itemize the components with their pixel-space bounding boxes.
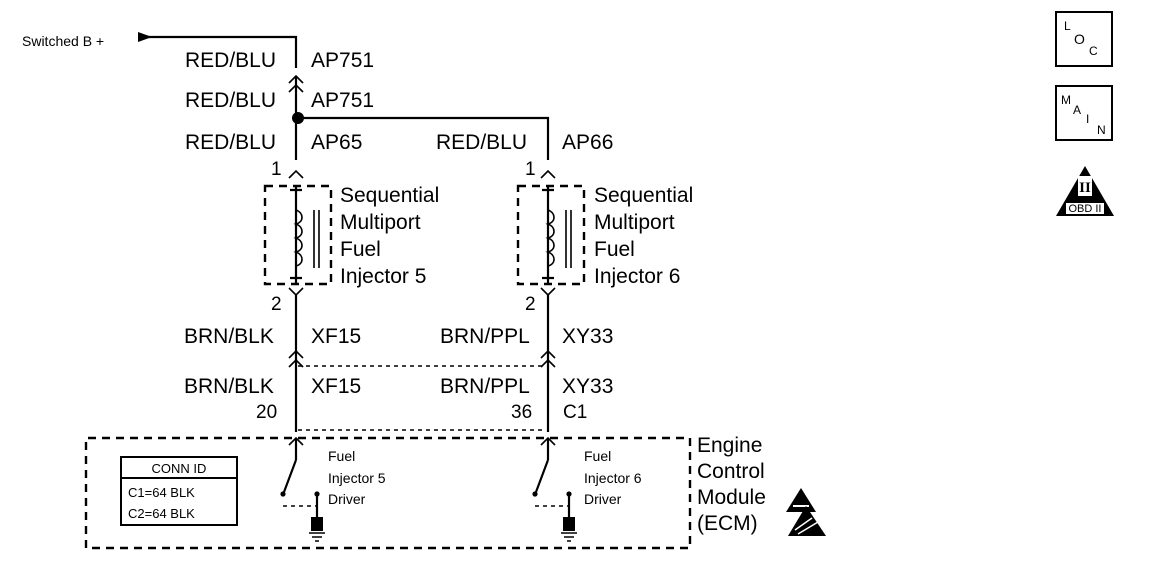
inj6-pin-1: 1	[525, 159, 536, 180]
wire-color-ap66: RED/BLU	[436, 131, 527, 154]
coil-icon	[293, 209, 303, 267]
main-icon: M A I N	[1055, 85, 1113, 141]
driver-6-switch	[532, 438, 577, 542]
svg-text:N: N	[1097, 123, 1106, 137]
svg-text:O: O	[1074, 31, 1085, 47]
wire-color-xy33-bottom: BRN/PPL	[440, 375, 530, 398]
inj5-pin-1: 1	[271, 159, 282, 180]
driver-5-line-3: Driver	[328, 491, 366, 507]
wire-color-xf15-top: BRN/BLK	[184, 325, 274, 348]
injector-6-component	[516, 184, 586, 286]
ecm-pin-36: 36	[511, 402, 532, 423]
conn-id-table	[120, 456, 238, 526]
ecm-line-4: (ECM)	[697, 512, 758, 535]
left-trunk	[288, 74, 556, 179]
driver-5-switch	[280, 438, 325, 542]
injector-5-line-3: Fuel	[340, 238, 381, 261]
driver-5-line-2: Injector 5	[328, 470, 386, 486]
ecm-line-1: Engine	[697, 434, 762, 457]
ecm-line-3: Module	[697, 486, 766, 509]
wire-color-xy33-top: BRN/PPL	[440, 325, 530, 348]
driver-6-line-3: Driver	[584, 491, 622, 507]
lower-wiring	[288, 287, 556, 446]
inj6-pin-2: 2	[525, 294, 536, 315]
circuit-ap751-top: AP751	[311, 49, 374, 72]
obd-ii-icon: II OBD II	[1056, 166, 1114, 216]
svg-text:M: M	[1061, 93, 1071, 107]
svg-text:II: II	[1079, 180, 1091, 196]
wire-color-ap751-bottom: RED/BLU	[185, 89, 276, 112]
supply-label: Switched B +	[22, 33, 104, 49]
wire-color-ap751-top: RED/BLU	[185, 49, 276, 72]
esd-warning-icon	[786, 488, 826, 536]
conn-id-header: CONN ID	[152, 461, 207, 476]
circuit-ap751-bottom: AP751	[311, 89, 374, 112]
supply-wire	[146, 35, 298, 68]
ground-icon	[561, 532, 577, 542]
injector-6-line-4: Injector 6	[594, 265, 680, 288]
injector-5-component	[263, 184, 333, 286]
conn-id-row-1: C1=64 BLK	[128, 485, 195, 500]
wire-color-ap65: RED/BLU	[185, 131, 276, 154]
wire-color-xf15-bottom: BRN/BLK	[184, 375, 274, 398]
ecm-line-2: Control	[697, 460, 765, 483]
loc-icon: L O C	[1055, 11, 1113, 67]
circuit-ap66: AP66	[562, 131, 613, 154]
injector-5-line-4: Injector 5	[340, 265, 426, 288]
circuit-xy33-top: XY33	[562, 325, 613, 348]
circuit-xf15-top: XF15	[311, 325, 361, 348]
driver-6-line-1: Fuel	[584, 448, 611, 464]
circuit-xf15-bottom: XF15	[311, 375, 361, 398]
svg-text:OBD II: OBD II	[1068, 203, 1101, 215]
svg-text:A: A	[1073, 103, 1081, 117]
svg-text:L: L	[1064, 19, 1071, 33]
supply-arrow-icon	[138, 32, 152, 42]
injector-6-line-3: Fuel	[594, 238, 635, 261]
svg-text:I: I	[1086, 112, 1089, 126]
driver-6-line-2: Injector 6	[584, 470, 642, 486]
ecm-outline	[84, 436, 692, 550]
injector-5-line-2: Multiport	[340, 211, 421, 234]
conn-id-row-2: C2=64 BLK	[128, 506, 195, 521]
inline-connector-icon	[288, 74, 304, 84]
injector-6-line-2: Multiport	[594, 211, 675, 234]
injector-5-line-1: Sequential	[340, 184, 439, 207]
coil-icon	[545, 209, 555, 267]
circuit-ap65: AP65	[311, 131, 362, 154]
ecm-pin-20: 20	[256, 402, 277, 423]
ecm-connector-c1: C1	[563, 402, 587, 423]
ground-icon	[309, 532, 325, 542]
inj5-pin-2: 2	[271, 294, 282, 315]
svg-text:C: C	[1089, 44, 1098, 58]
circuit-xy33-bottom: XY33	[562, 375, 613, 398]
driver-5-line-1: Fuel	[328, 448, 355, 464]
injector-6-line-1: Sequential	[594, 184, 693, 207]
